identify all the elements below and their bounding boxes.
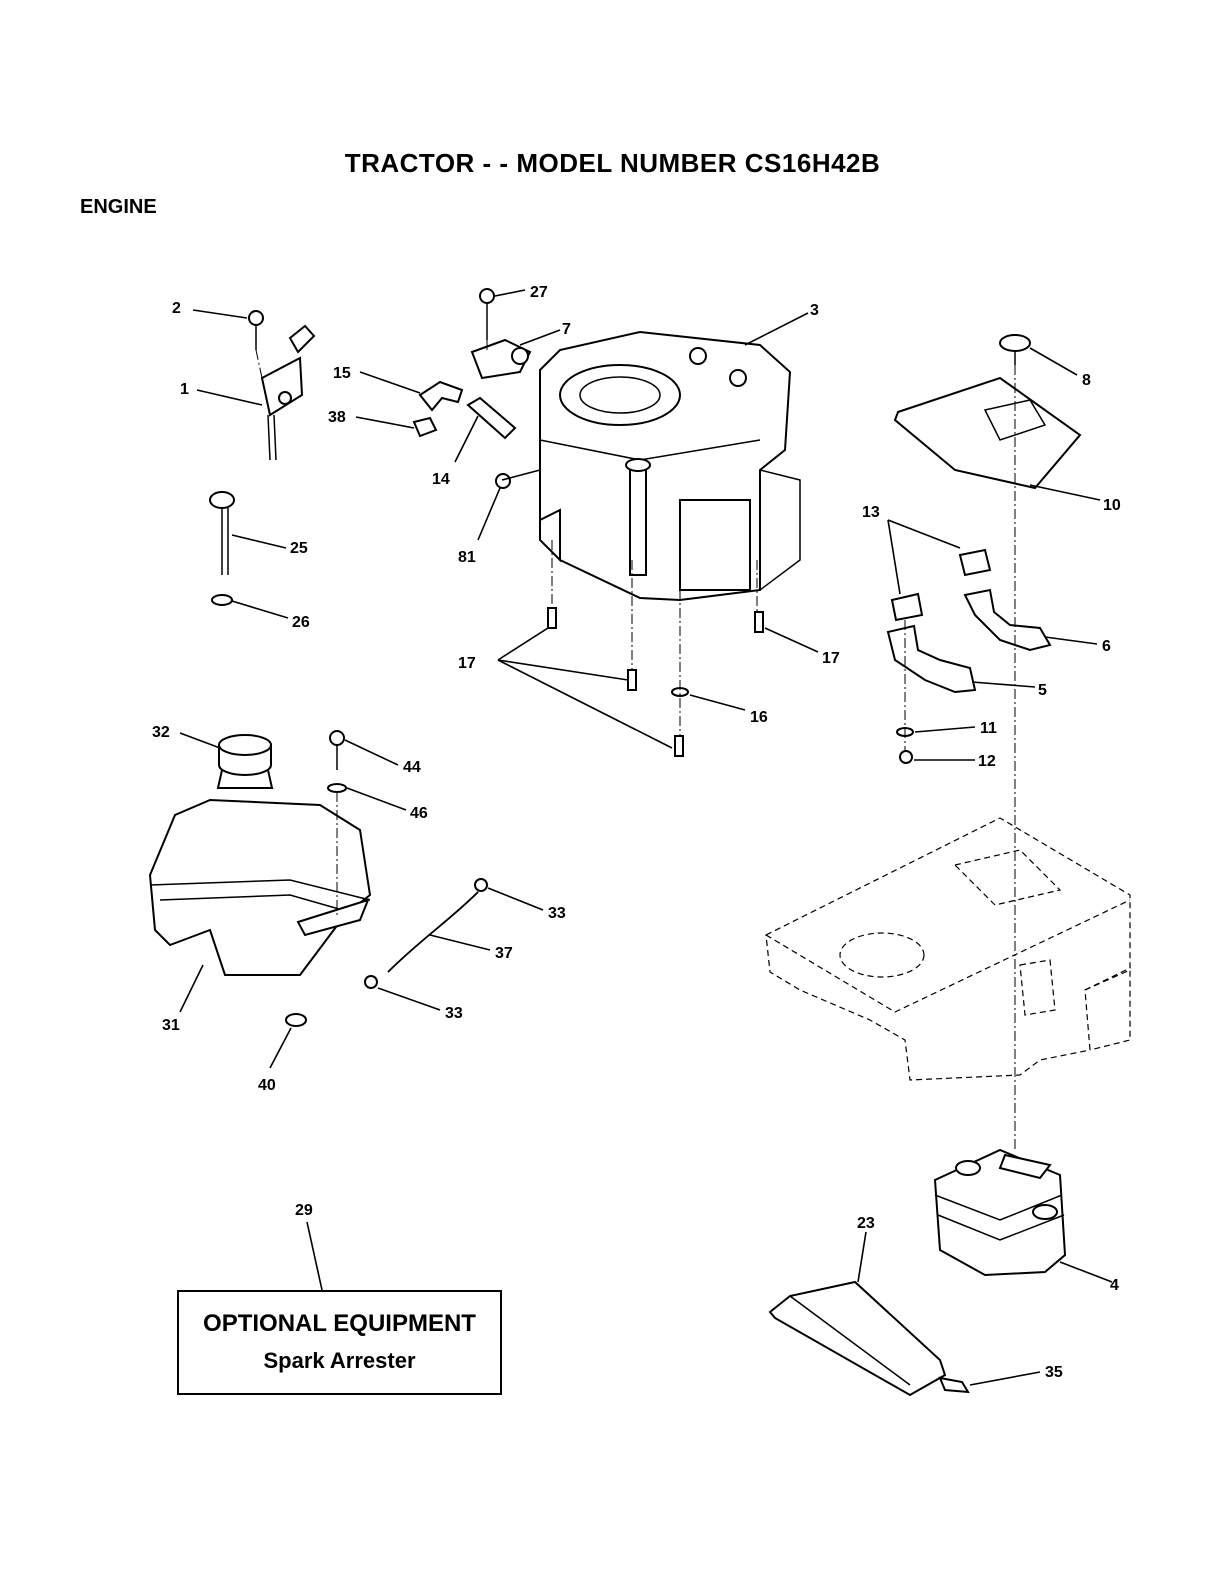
callout-40: 40 — [258, 1077, 276, 1094]
callout-8: 8 — [1082, 372, 1091, 389]
optional-equipment-box: OPTIONAL EQUIPMENT Spark Arrester — [177, 1290, 502, 1395]
callout-10: 10 — [1103, 497, 1121, 514]
frame-outline — [766, 818, 1130, 1080]
optional-equipment-title: OPTIONAL EQUIPMENT — [179, 1310, 500, 1338]
callout-81: 81 — [458, 549, 476, 566]
bolt-part — [330, 731, 344, 770]
exhaust-pipe-part — [965, 590, 1050, 650]
callout-15: 15 — [333, 365, 351, 382]
cap-part — [1000, 335, 1030, 365]
optional-equipment-item: Spark Arrester — [179, 1348, 500, 1374]
callout-46: 46 — [410, 805, 428, 822]
fuel-line-part — [388, 892, 478, 972]
callout-25: 25 — [290, 540, 308, 557]
muffler-part — [935, 1150, 1065, 1275]
hose-part — [468, 398, 515, 438]
screw-part — [940, 1378, 968, 1392]
callout-6: 6 — [1102, 638, 1111, 655]
callout-16: 16 — [750, 709, 768, 726]
shield-part — [895, 378, 1080, 488]
callout-11: 11 — [980, 720, 997, 737]
callout-7: 7 — [562, 321, 571, 338]
clamp-part — [472, 340, 530, 378]
callout-23: 23 — [857, 1215, 875, 1232]
callout-27: 27 — [530, 284, 548, 301]
bushing-part — [286, 1014, 306, 1026]
throttle-control-part — [262, 326, 314, 460]
fitting-part — [496, 474, 510, 488]
screw-part — [249, 311, 263, 350]
bolt-part — [480, 289, 494, 340]
screw-part — [900, 751, 912, 763]
callout-33: 33 — [548, 905, 566, 922]
callout-14: 14 — [432, 471, 450, 488]
callout-29: 29 — [295, 1202, 313, 1219]
callout-37: 37 — [495, 945, 513, 962]
heat-shield-part — [770, 1282, 945, 1395]
mounting-bolt-part — [548, 608, 763, 756]
dipstick-part — [210, 492, 234, 575]
exhaust-pipe-part — [888, 626, 975, 692]
fuel-cap-part — [219, 735, 271, 775]
callout-2: 2 — [172, 300, 181, 317]
seal-part — [212, 595, 232, 605]
callout-38: 38 — [328, 409, 346, 426]
callout-1: 1 — [180, 381, 189, 398]
callout-17: 17 — [822, 650, 840, 667]
callout-4: 4 — [1110, 1277, 1119, 1294]
callout-13: 13 — [862, 504, 880, 521]
callout-26: 26 — [292, 614, 310, 631]
engine-part — [540, 332, 800, 600]
callout-44: 44 — [403, 759, 421, 776]
callout-32: 32 — [152, 724, 170, 741]
callout-17: 17 — [458, 655, 476, 672]
washer-part — [328, 784, 346, 792]
callout-35: 35 — [1045, 1364, 1063, 1381]
callout-33: 33 — [445, 1005, 463, 1022]
callout-3: 3 — [810, 302, 819, 319]
nut-part — [414, 418, 436, 436]
callout-5: 5 — [1038, 682, 1047, 699]
elbow-fitting-part — [420, 382, 462, 410]
callout-12: 12 — [978, 753, 996, 770]
callout-31: 31 — [162, 1017, 180, 1034]
clamp-part — [365, 879, 487, 988]
